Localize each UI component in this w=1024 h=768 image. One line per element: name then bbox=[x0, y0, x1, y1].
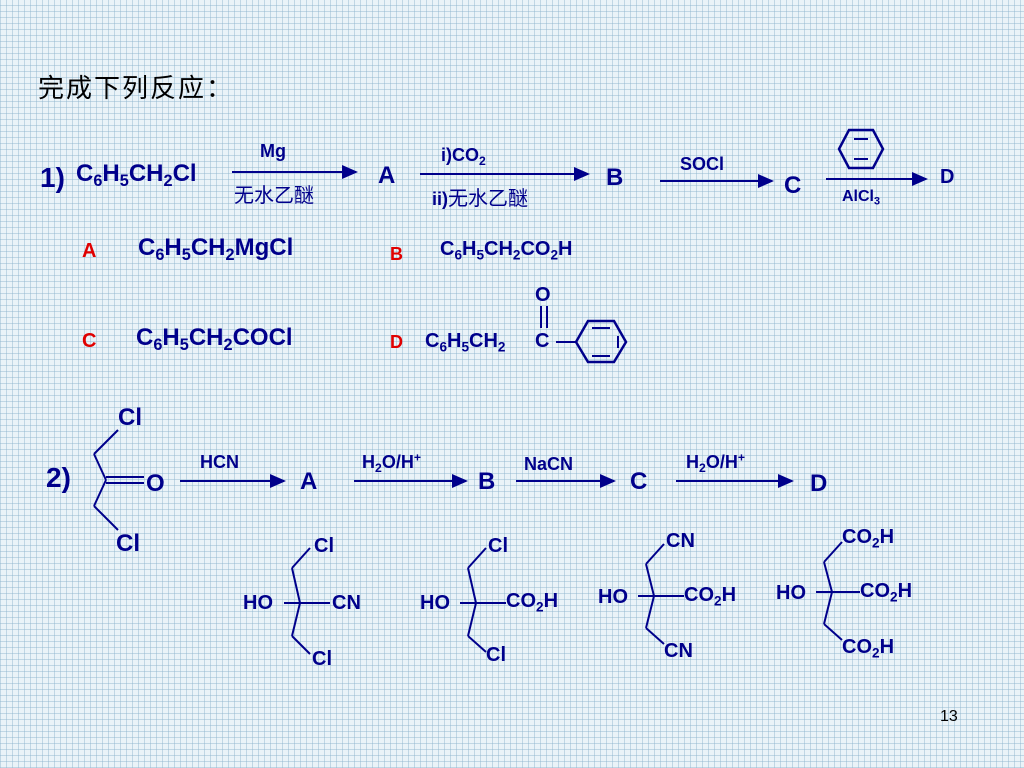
r2-struct-b-right: CO2H bbox=[506, 590, 559, 615]
r1-reactant-formula: C6H5CH2Cl bbox=[76, 160, 197, 191]
r2-struct-b-bottom: Cl bbox=[486, 644, 506, 666]
r2-struct-a-bottom: Cl bbox=[312, 648, 332, 670]
r2-struct-d-top: CO2H bbox=[842, 526, 895, 551]
r1-intermediate-a: A bbox=[378, 162, 396, 189]
r2-struct-a-top: Cl bbox=[314, 535, 334, 557]
r2-struct-c-left: HO bbox=[598, 586, 628, 608]
r2-reactant-oxygen: O bbox=[146, 470, 165, 497]
r1-step3-arrow bbox=[660, 174, 774, 188]
answer-a-label: A bbox=[82, 240, 97, 262]
r2-step4-reagent-above: H2O/H+ bbox=[686, 450, 745, 475]
r2-step4-arrow bbox=[676, 474, 794, 488]
r1-step4-benzene-icon bbox=[837, 128, 885, 170]
answer-d-phenyl-icon bbox=[556, 319, 628, 364]
reaction-1-label: 1) bbox=[40, 162, 65, 193]
answer-a-formula: C6H5CH2MgCl bbox=[138, 234, 294, 265]
r1-step4-reagent-below: AlCl3 bbox=[842, 188, 881, 208]
r2-struct-b-bonds bbox=[460, 547, 506, 653]
answer-c-formula: C6H5CH2COCl bbox=[136, 324, 293, 355]
r2-struct-c-right: CO2H bbox=[684, 584, 737, 609]
page-title: 完成下列反应： bbox=[38, 74, 235, 104]
r2-struct-d-right: CO2H bbox=[860, 580, 913, 605]
answer-d-carbonyl-oxygen: O bbox=[535, 284, 551, 306]
r1-step2-reagent-above: i)CO2 bbox=[441, 145, 486, 168]
r2-struct-c-bottom: CN bbox=[664, 640, 693, 662]
r2-struct-d-left: HO bbox=[776, 582, 806, 604]
answer-b-label: B bbox=[390, 244, 403, 264]
r2-step3-arrow bbox=[516, 474, 616, 488]
r2-intermediate-b: B bbox=[478, 468, 496, 495]
answer-d-double-bond bbox=[540, 306, 548, 328]
answer-d-label: D bbox=[390, 332, 403, 352]
r2-struct-b-left: HO bbox=[420, 592, 450, 614]
r2-reactant-cl-top: Cl bbox=[118, 404, 142, 431]
r2-step2-reagent-above: H2O/H+ bbox=[362, 450, 421, 475]
r1-product-d: D bbox=[940, 166, 955, 188]
r1-step2-reagent-below: ii)无水乙醚 bbox=[432, 186, 528, 210]
r1-step1-reagent-above: Mg bbox=[260, 141, 286, 161]
answer-b-formula: C6H5CH2CO2H bbox=[440, 238, 573, 263]
r2-product-d: D bbox=[810, 470, 828, 497]
r2-struct-a-bonds bbox=[284, 547, 330, 655]
r1-step1-arrow bbox=[232, 165, 358, 179]
reaction-2-label: 2) bbox=[46, 462, 71, 493]
r1-step2-arrow bbox=[420, 167, 590, 181]
answer-d-carbonyl-carbon: C bbox=[535, 330, 550, 352]
r1-step1-reagent-below: 无水乙醚 bbox=[234, 183, 314, 207]
r2-intermediate-c: C bbox=[630, 468, 648, 495]
r2-struct-d-bonds bbox=[816, 541, 860, 641]
r2-intermediate-a: A bbox=[300, 468, 318, 495]
r2-step2-arrow bbox=[354, 474, 468, 488]
answer-d-formula: C6H5CH2 bbox=[425, 330, 506, 355]
r2-struct-d-bottom: CO2H bbox=[842, 636, 895, 661]
r2-struct-a-right: CN bbox=[332, 592, 361, 614]
r1-step3-reagent-above: SOCl bbox=[680, 154, 725, 174]
r2-step1-reagent-above: HCN bbox=[200, 452, 239, 472]
r2-step3-reagent-above: NaCN bbox=[524, 454, 574, 474]
r2-reactant-bonds bbox=[93, 429, 144, 531]
r1-intermediate-b: B bbox=[606, 164, 624, 191]
r2-struct-b-top: Cl bbox=[488, 535, 508, 557]
r2-step1-arrow bbox=[180, 474, 286, 488]
r1-step4-arrow bbox=[826, 172, 928, 186]
r1-intermediate-c: C bbox=[784, 172, 802, 199]
r2-reactant-cl-bottom: Cl bbox=[116, 530, 140, 557]
r2-struct-c-top: CN bbox=[666, 530, 695, 552]
answer-c-label: C bbox=[82, 330, 97, 352]
r2-struct-a-left: HO bbox=[243, 592, 273, 614]
page-number: 13 bbox=[940, 708, 958, 725]
r2-struct-c-bonds bbox=[638, 543, 684, 645]
